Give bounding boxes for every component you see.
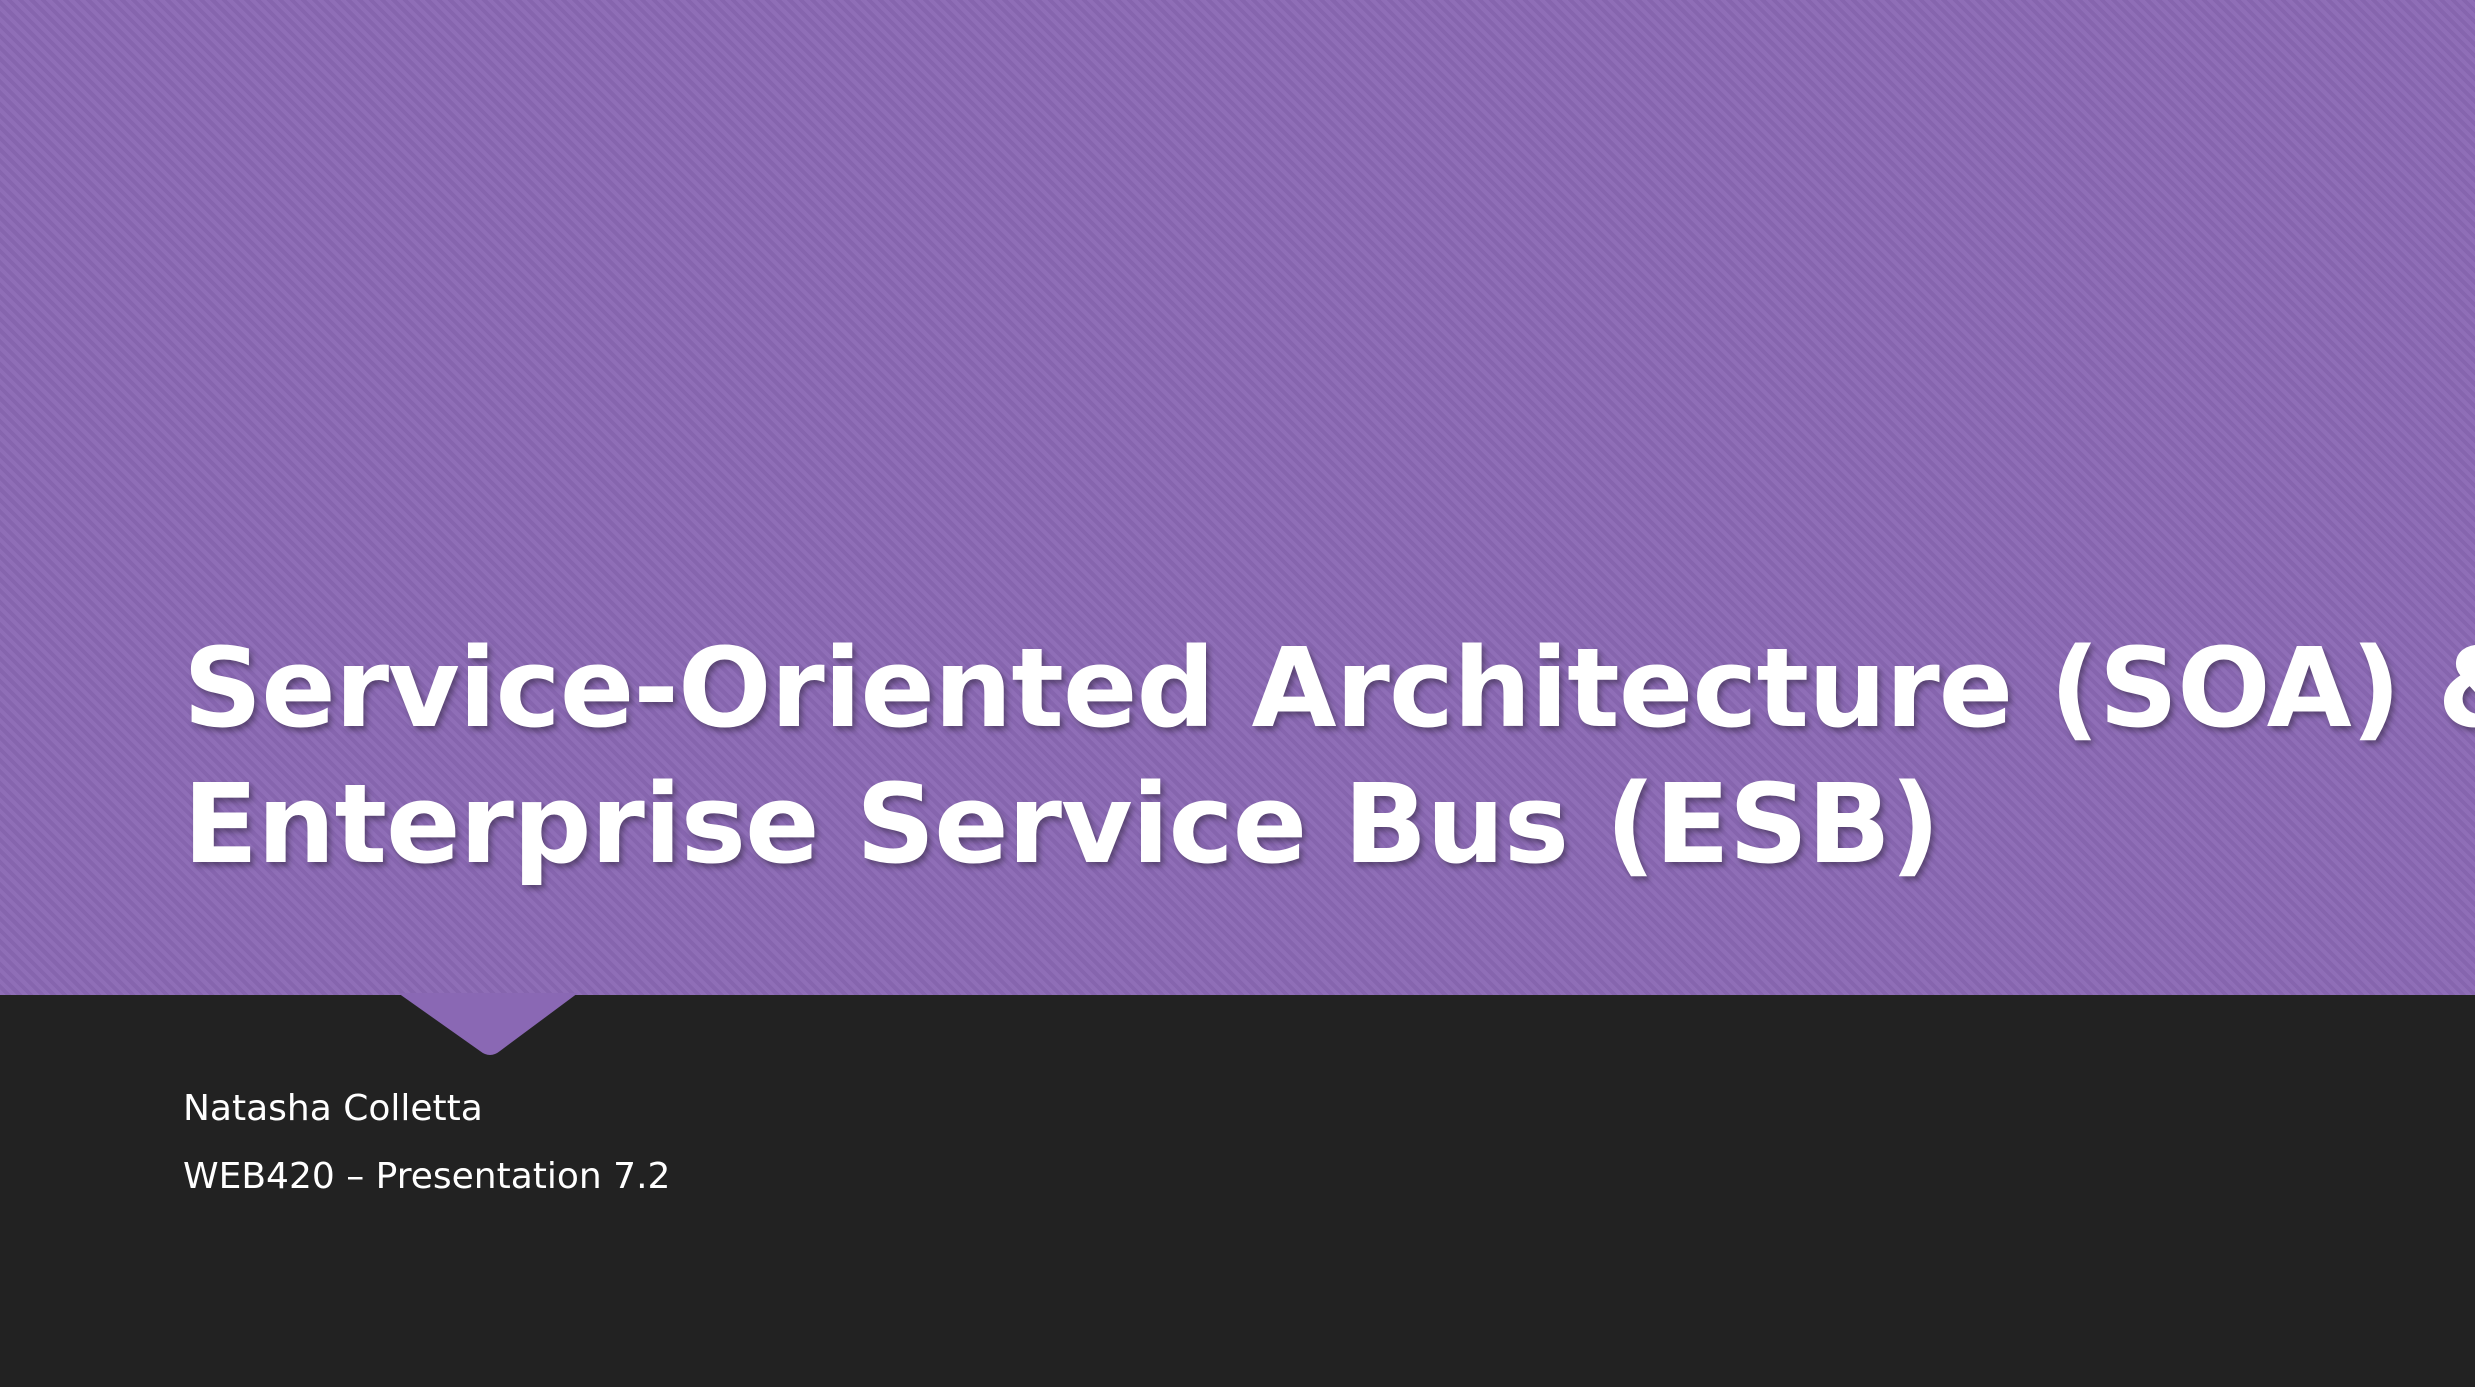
course-label: WEB420 – Presentation 7.2 — [183, 1156, 671, 1197]
slide-title-line-2: Enterprise Service Bus (ESB) — [183, 760, 1940, 888]
title-band — [0, 0, 2475, 995]
author-name: Natasha Colletta — [183, 1088, 483, 1129]
slide-title: Service-Oriented Architecture (SOA) & En… — [183, 620, 2475, 892]
slide-title-line-1: Service-Oriented Architecture (SOA) & — [183, 624, 2475, 752]
slide-subtitle: Natasha Colletta WEB420 – Presentation 7… — [183, 1075, 670, 1211]
notch-pointer — [398, 993, 578, 1055]
